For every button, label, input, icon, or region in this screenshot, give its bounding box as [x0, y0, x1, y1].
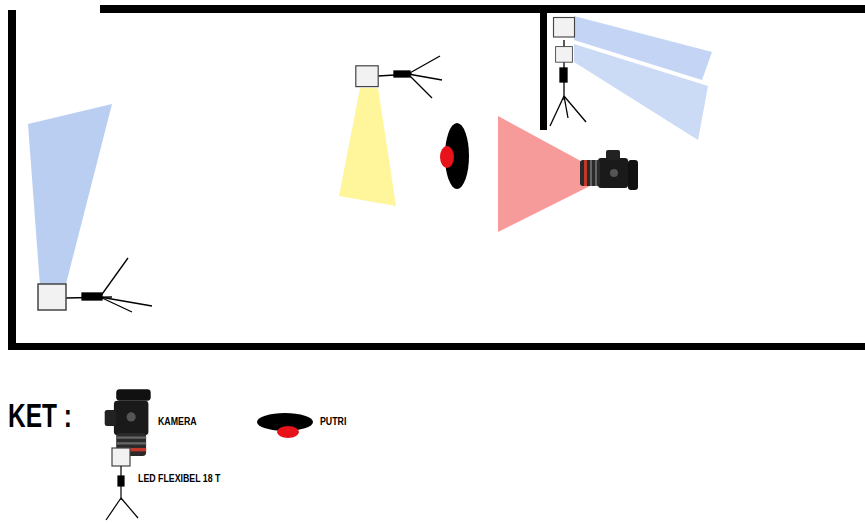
light-beam	[339, 88, 396, 206]
led-light	[66, 258, 152, 312]
led-panel	[556, 47, 573, 63]
led-panel	[554, 18, 575, 38]
legend-subject-head	[277, 426, 299, 438]
light-beam	[28, 104, 112, 286]
led-light	[378, 56, 442, 98]
light-beam	[574, 44, 708, 140]
led-panel	[356, 66, 378, 87]
room-walls	[8, 5, 865, 350]
legend-text: KAMERA	[158, 415, 197, 427]
camera-icon	[580, 150, 638, 190]
legend-heading: KET :	[8, 396, 72, 435]
led-panel	[38, 284, 66, 310]
legend-text: LED FLEXIBEL 18 T	[138, 472, 220, 484]
legend-text: PUTRI	[320, 415, 346, 427]
legend-led-icon	[106, 448, 138, 520]
legend-camera-icon	[105, 389, 151, 456]
camera-view	[498, 116, 590, 232]
subject-head	[440, 146, 454, 168]
led-light	[550, 40, 586, 126]
